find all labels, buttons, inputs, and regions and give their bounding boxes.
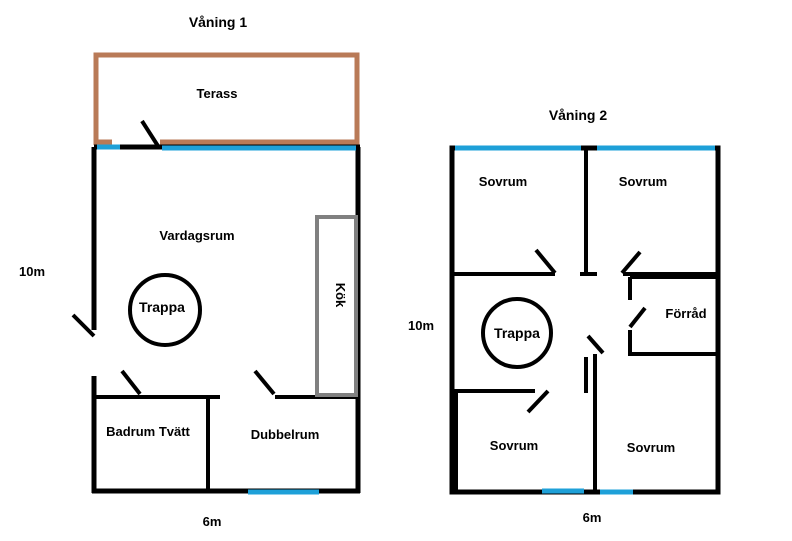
stairs-circle-2 bbox=[481, 297, 553, 369]
bath-laundry-label: Badrum Tvätt bbox=[106, 424, 190, 439]
terrace-label: Terass bbox=[197, 86, 238, 101]
terrace-door bbox=[140, 119, 160, 148]
bedroom-top-left-label: Sovrum bbox=[479, 174, 527, 189]
bedroom-bottom-right-label: Sovrum bbox=[627, 440, 675, 455]
terrace-outline bbox=[93, 52, 360, 145]
door-top-right-bedroom bbox=[620, 250, 642, 275]
door-bottom-right-bedroom bbox=[586, 334, 605, 355]
double-room-label: Dubbelrum bbox=[251, 427, 320, 442]
floor-2-title: Våning 2 bbox=[549, 107, 608, 123]
stairs-circle bbox=[128, 273, 202, 347]
double-room-door bbox=[253, 369, 276, 396]
living-room-label: Vardagsrum bbox=[159, 228, 234, 243]
kitchen-label: Kök bbox=[333, 283, 348, 308]
floor-2-interior-walls bbox=[452, 148, 717, 491]
floor-2-width-dimension: 6m bbox=[583, 510, 602, 525]
floor-2: Våning 2 S bbox=[408, 107, 721, 525]
door-top-left-bedroom bbox=[534, 248, 557, 275]
bedroom-top-right-label: Sovrum bbox=[619, 174, 667, 189]
door-bottom-left-bedroom bbox=[526, 389, 550, 414]
floor-1-height-dimension: 10m bbox=[19, 264, 45, 279]
bathroom-door bbox=[120, 369, 142, 396]
terrace: Terass bbox=[93, 52, 360, 145]
floor-1-title: Våning 1 bbox=[189, 14, 248, 30]
stairs-label-2: Trappa bbox=[494, 325, 540, 341]
floor-2-height-dimension: 10m bbox=[408, 318, 434, 333]
front-door bbox=[71, 313, 96, 338]
storage-label: Förråd bbox=[665, 306, 706, 321]
stairs-label: Trappa bbox=[139, 299, 185, 315]
bedroom-bottom-left-label: Sovrum bbox=[490, 438, 538, 453]
floor-1-width-dimension: 6m bbox=[203, 514, 222, 529]
kitchen-counter bbox=[315, 215, 358, 397]
door-storage bbox=[628, 306, 647, 329]
floor-1: Våning 1 Terass bbox=[19, 14, 361, 529]
floor-1-interior-walls bbox=[96, 395, 357, 491]
